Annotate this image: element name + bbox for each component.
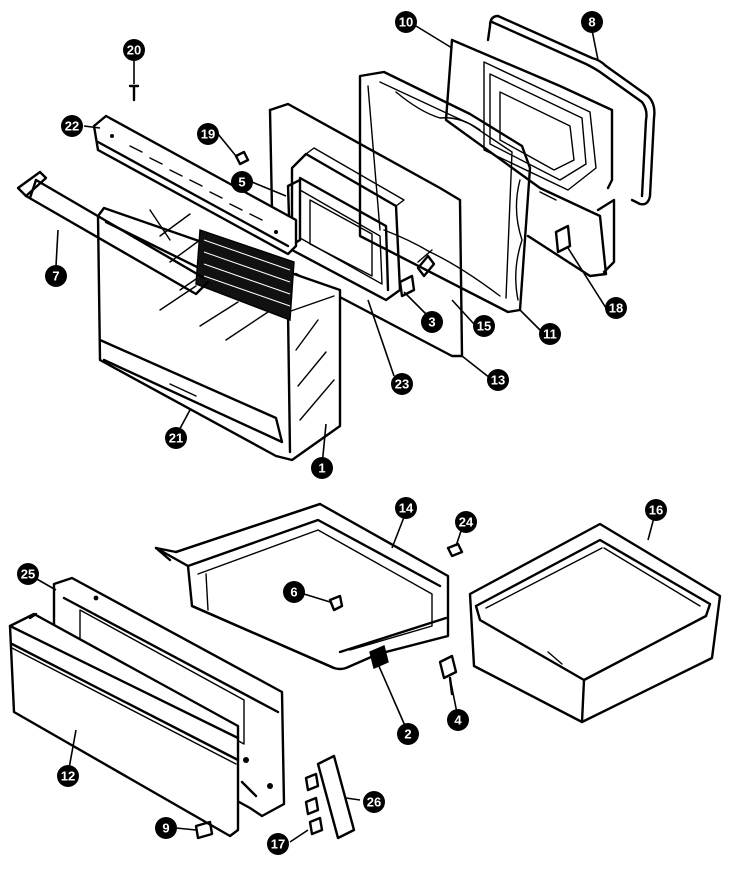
callout-21: 21 xyxy=(165,427,187,449)
callout-10: 10 xyxy=(395,11,417,33)
callout-4: 4 xyxy=(447,709,469,731)
drawer-stop-part-6 xyxy=(328,594,344,612)
svg-text:4: 4 xyxy=(454,713,462,728)
callout-13: 13 xyxy=(487,369,509,391)
svg-text:1: 1 xyxy=(318,461,325,476)
vent-trim-part-22 xyxy=(92,114,298,256)
callout-1: 1 xyxy=(311,457,333,479)
inner-door-panel-part-10 xyxy=(444,38,616,278)
svg-text:25: 25 xyxy=(21,567,35,582)
callout-25: 25 xyxy=(17,563,39,585)
svg-text:23: 23 xyxy=(395,377,409,392)
hinge-clip-part-3 xyxy=(398,254,436,298)
svg-text:18: 18 xyxy=(609,301,623,316)
svg-text:5: 5 xyxy=(238,175,245,190)
slide-part-2 xyxy=(369,645,389,669)
svg-text:2: 2 xyxy=(404,727,411,742)
callout-9: 9 xyxy=(155,817,177,839)
callout-20: 20 xyxy=(123,39,145,61)
svg-text:11: 11 xyxy=(543,327,557,342)
callout-8: 8 xyxy=(581,11,603,33)
hinge-part-18 xyxy=(554,224,572,254)
svg-text:17: 17 xyxy=(271,837,285,852)
callout-15: 15 xyxy=(473,315,495,337)
callout-7: 7 xyxy=(45,265,67,287)
callout-12: 12 xyxy=(57,765,79,787)
door-handle-part-7 xyxy=(16,170,210,296)
outer-door-part-1 xyxy=(96,206,342,462)
svg-text:20: 20 xyxy=(127,43,141,58)
drawer-liner-part-16 xyxy=(468,522,722,724)
svg-text:6: 6 xyxy=(290,585,297,600)
svg-text:8: 8 xyxy=(588,15,595,30)
svg-text:26: 26 xyxy=(367,795,381,810)
svg-text:7: 7 xyxy=(52,269,59,284)
svg-text:14: 14 xyxy=(399,501,414,516)
callout-24: 24 xyxy=(455,511,477,533)
pad-part-26 xyxy=(316,754,356,840)
callout-5: 5 xyxy=(231,171,253,193)
callout-23: 23 xyxy=(391,373,413,395)
svg-text:24: 24 xyxy=(459,515,474,530)
svg-text:10: 10 xyxy=(399,15,413,30)
drawer-front-part-12 xyxy=(8,612,240,838)
svg-text:15: 15 xyxy=(477,319,491,334)
callout-3: 3 xyxy=(421,311,443,333)
screw-part-19 xyxy=(234,150,250,166)
callout-19: 19 xyxy=(197,123,219,145)
callout-2: 2 xyxy=(397,723,419,745)
svg-text:13: 13 xyxy=(491,373,505,388)
svg-text:9: 9 xyxy=(162,821,169,836)
callout-6: 6 xyxy=(283,581,305,603)
spacers-part-17 xyxy=(304,772,324,836)
callout-14: 14 xyxy=(395,497,417,519)
callout-11: 11 xyxy=(539,323,561,345)
screw-part-20 xyxy=(128,84,140,102)
svg-text:12: 12 xyxy=(61,769,75,784)
screw-part-24 xyxy=(446,542,464,558)
svg-text:22: 22 xyxy=(65,119,79,134)
inner-glass-part-13 xyxy=(268,102,464,358)
callout-26: 26 xyxy=(363,791,385,813)
svg-text:16: 16 xyxy=(649,503,663,518)
callout-18: 18 xyxy=(605,297,627,319)
svg-text:3: 3 xyxy=(428,315,435,330)
callout-22: 22 xyxy=(61,115,83,137)
svg-text:21: 21 xyxy=(169,431,183,446)
svg-text:19: 19 xyxy=(201,127,215,142)
foot-part-9 xyxy=(194,820,214,840)
door-gasket-part-8 xyxy=(486,14,656,206)
clip-part-4 xyxy=(438,654,458,696)
callout-17: 17 xyxy=(267,833,289,855)
callout-16: 16 xyxy=(645,499,667,521)
